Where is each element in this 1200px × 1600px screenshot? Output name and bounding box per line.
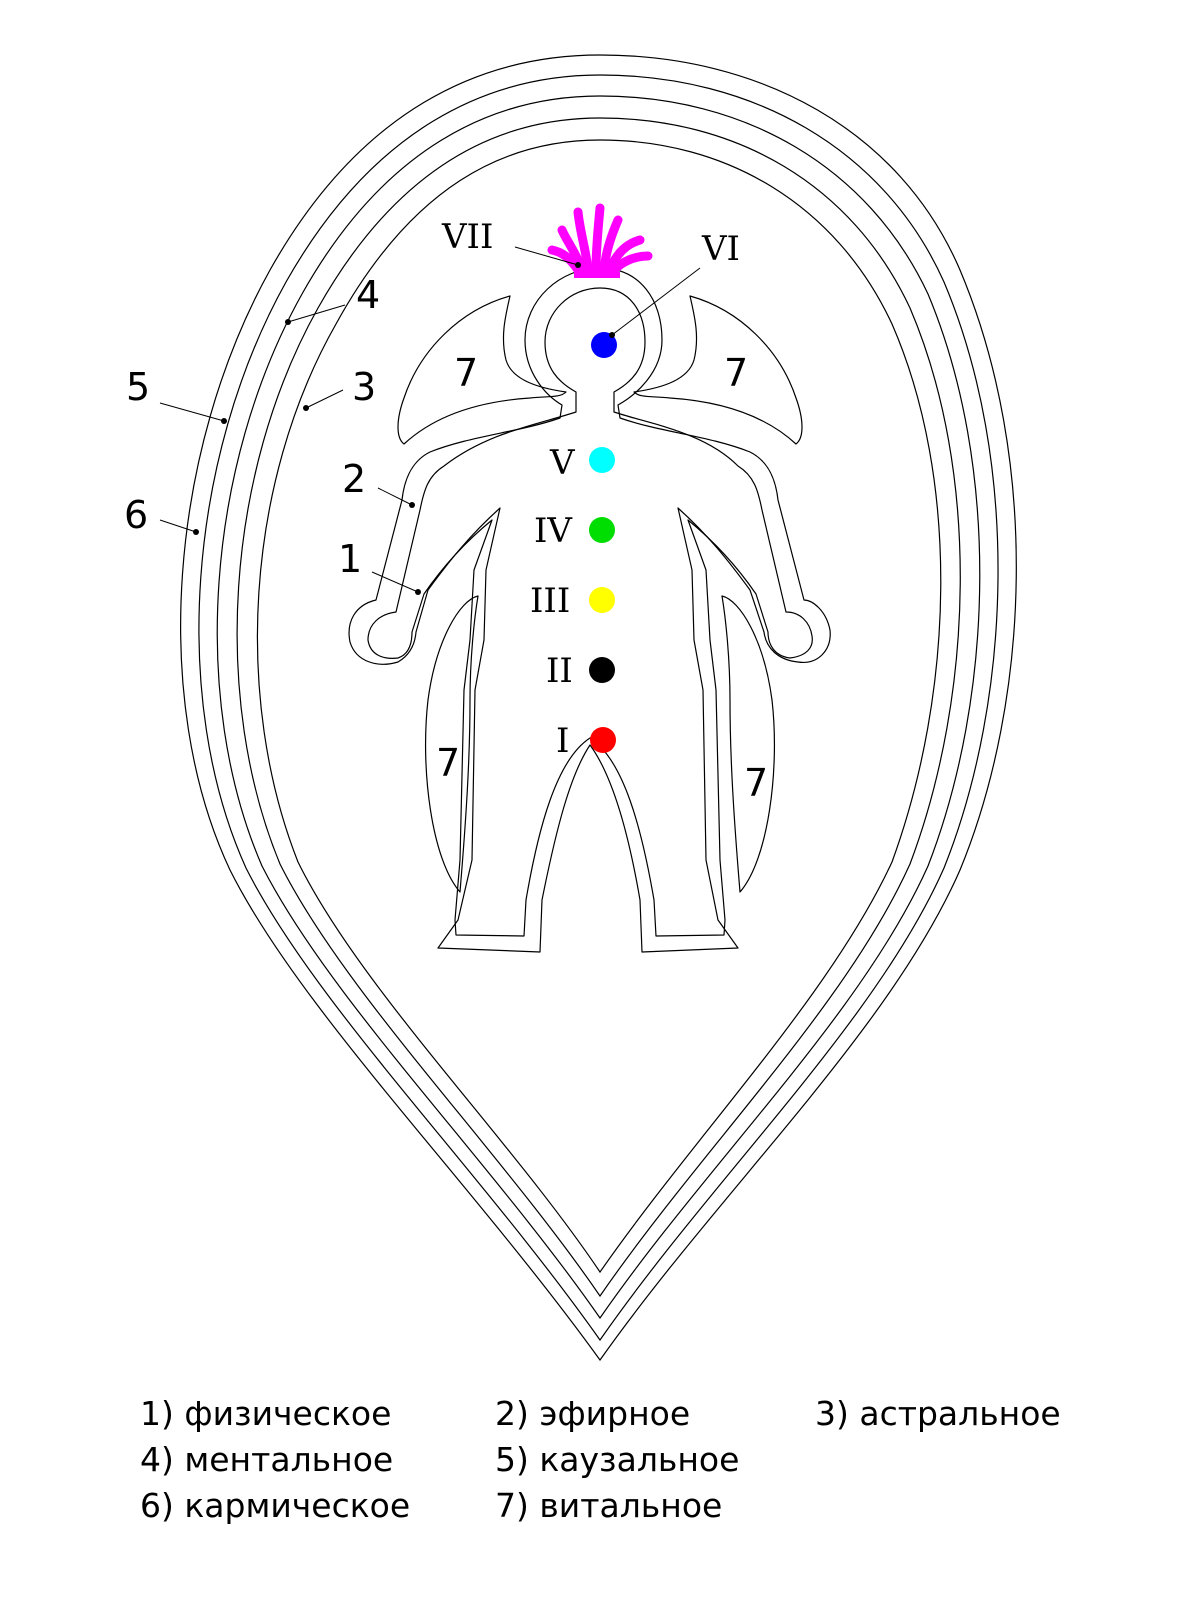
leader-chakra-VII — [514, 246, 579, 266]
shell-4 — [236, 117, 961, 1298]
leader-layer-5 — [159, 402, 225, 422]
chakra-label-I: I — [556, 721, 569, 761]
chakra-dot-III — [589, 587, 615, 613]
chakra-label-VII: VII — [441, 217, 493, 257]
vital-lobe-lower-left — [424, 595, 479, 893]
crown-flame-ray — [609, 251, 653, 275]
label-vital-lower-left: 7 — [436, 741, 460, 785]
label-vital-lower-right: 7 — [744, 761, 768, 805]
label-layer-2: 2 — [342, 457, 366, 501]
chakra-dots — [589, 332, 617, 753]
chakra-label-IV: IV — [534, 511, 573, 551]
pin-layer-4 — [285, 319, 291, 325]
leader-layer-6 — [159, 519, 197, 533]
chakra-label-V: V — [549, 443, 576, 483]
chakra-label-VI: VI — [701, 229, 740, 269]
label-vital-upper-right: 7 — [724, 351, 748, 395]
crown-chakra-flame — [547, 203, 653, 278]
pin-layer-3 — [303, 405, 309, 411]
label-layer-3: 3 — [352, 365, 376, 409]
crown-flame-ray — [573, 207, 593, 275]
vital-lobes — [397, 295, 803, 893]
leader-chakra-VI — [611, 267, 701, 336]
chakra-dot-IV — [589, 517, 615, 543]
pin-chakra-VII — [575, 262, 581, 268]
leader-layer-1 — [371, 571, 419, 593]
aura-shells — [180, 54, 1017, 1362]
crown-flame-ray — [591, 203, 605, 275]
leader-layer-4 — [287, 304, 346, 323]
shell-6-inner — [198, 74, 999, 1342]
layer-labels: 4 3 5 6 2 1 7 7 7 7 — [124, 273, 768, 805]
label-layer-4: 4 — [356, 273, 380, 317]
chakra-label-III: III — [530, 581, 570, 621]
shell-3 — [256, 139, 942, 1274]
pin-layer-2 — [409, 502, 415, 508]
vital-lobe-upper-right — [633, 295, 803, 445]
physical-body — [367, 287, 813, 937]
etheric-outline — [348, 267, 831, 953]
vital-lobe-upper-left — [397, 295, 567, 445]
shell-6-outer — [180, 54, 1017, 1362]
chakra-dot-VI — [591, 332, 617, 358]
etheric-body — [348, 267, 831, 953]
leaders — [159, 246, 701, 595]
chakra-dot-I — [590, 727, 616, 753]
chakra-label-II: II — [546, 651, 573, 691]
pin-layer-1 — [415, 589, 421, 595]
label-vital-upper-left: 7 — [454, 351, 478, 395]
shell-5 — [216, 95, 981, 1320]
leader-layer-2 — [377, 487, 413, 506]
label-layer-6: 6 — [124, 493, 148, 537]
chakra-labels: VII VI V IV III II I — [441, 217, 740, 761]
chakra-dot-II — [589, 657, 615, 683]
pin-chakra-VI — [609, 332, 615, 338]
label-layer-1: 1 — [338, 537, 362, 581]
physical-outline — [367, 287, 813, 937]
pin-layer-6 — [193, 529, 199, 535]
crown-flame-base — [574, 267, 620, 278]
vital-lobe-lower-right — [721, 595, 776, 893]
leader-layer-3 — [305, 389, 344, 409]
crown-flame-ray — [599, 215, 623, 275]
pin-layer-5 — [221, 418, 227, 424]
label-layer-5: 5 — [126, 365, 150, 409]
chakra-dot-V — [589, 447, 615, 473]
